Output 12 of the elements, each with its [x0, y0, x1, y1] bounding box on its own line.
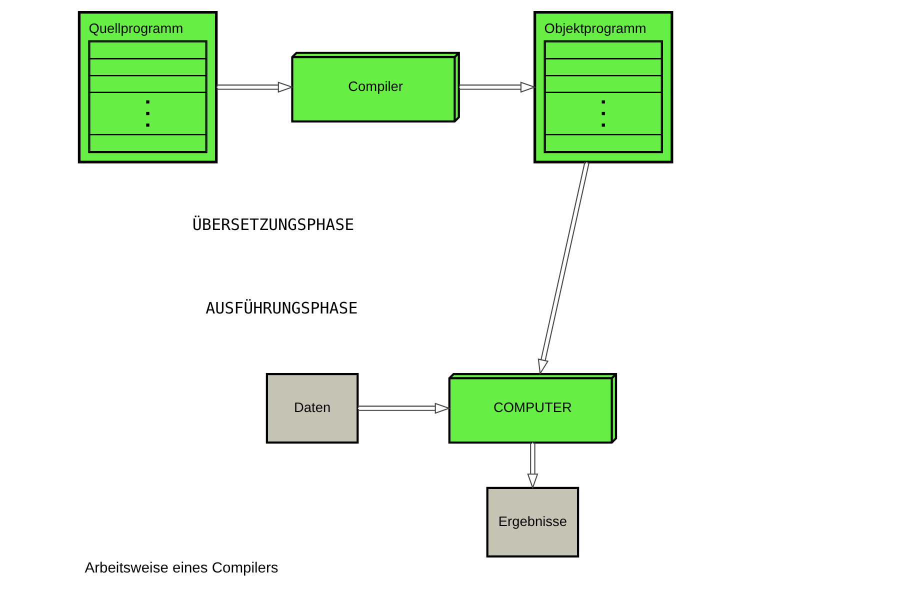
caption: Arbeitsweise eines Compilers	[84, 560, 278, 576]
arrow	[527, 442, 538, 490]
arrow	[358, 402, 451, 414]
node-box: Daten	[266, 372, 359, 444]
arrow	[538, 162, 590, 376]
node-box: Objektprogramm	[534, 10, 674, 164]
label: ÜBERSETZUNGSPHASE	[192, 215, 354, 234]
arrow	[216, 82, 294, 93]
arrow	[459, 82, 536, 93]
node-box: Quellprogramm	[78, 10, 218, 164]
node-box: Ergebnisse	[486, 486, 580, 558]
label: AUSFÜHRUNGSPHASE	[206, 298, 358, 318]
